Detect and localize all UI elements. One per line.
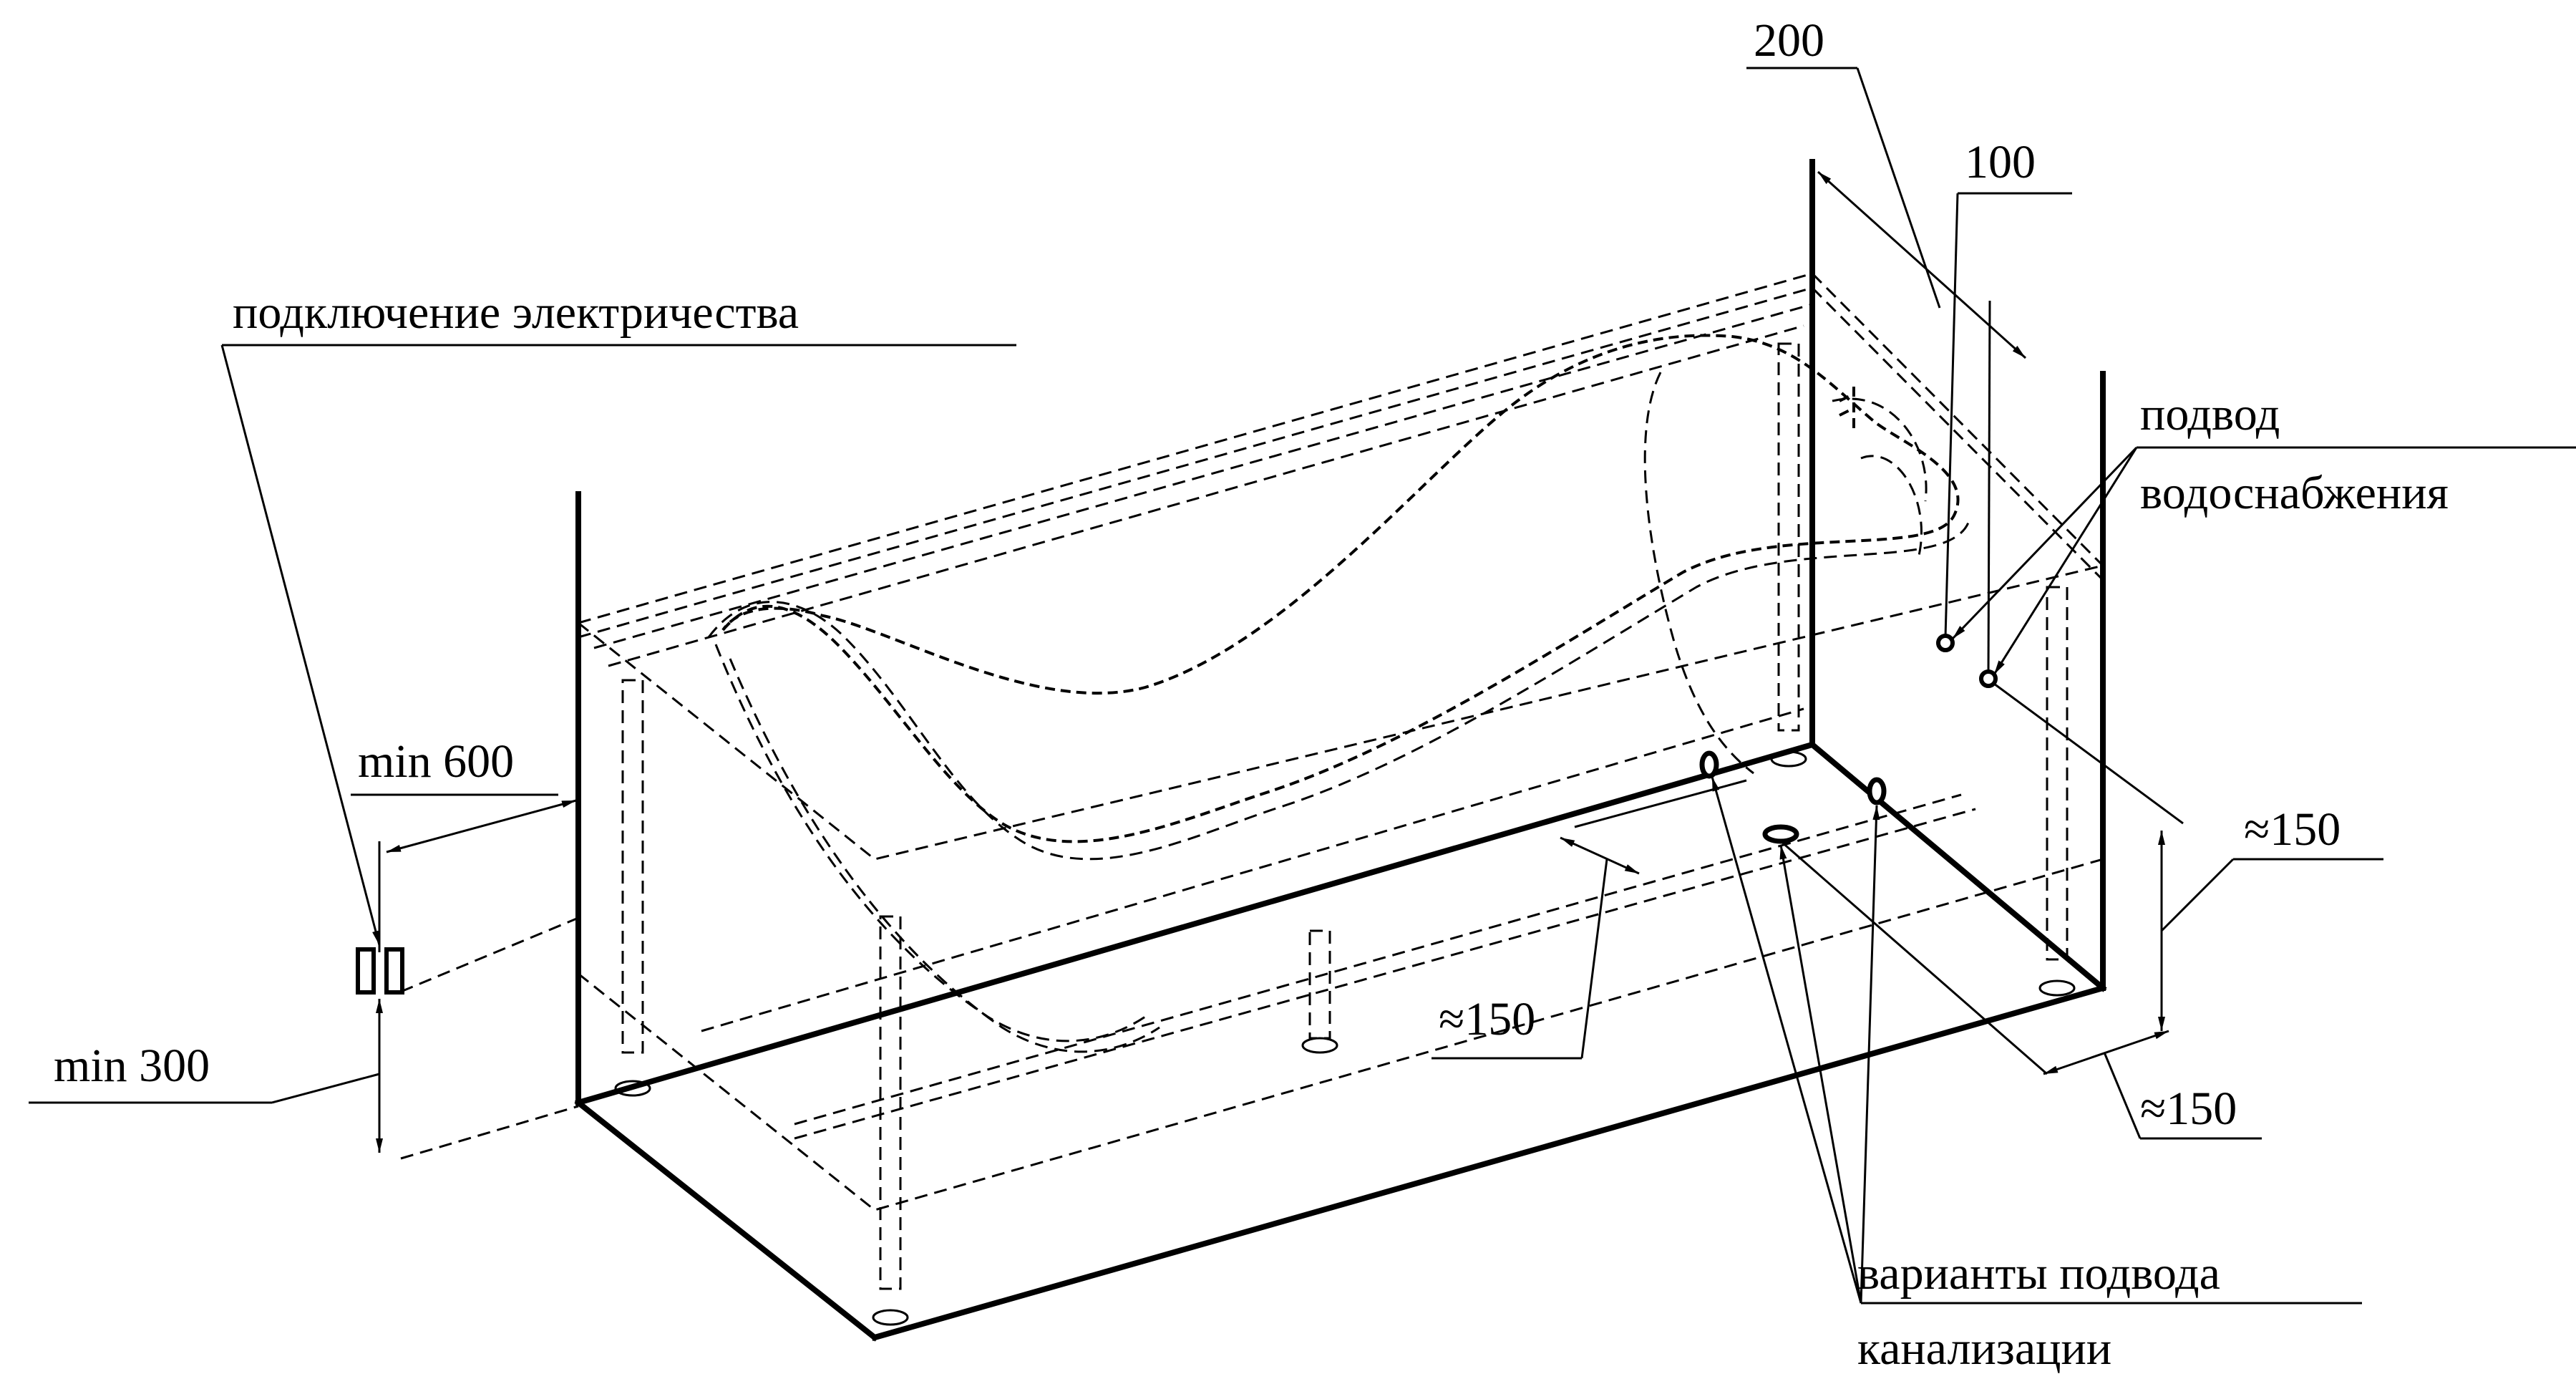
dimension-lines xyxy=(29,67,2576,1305)
bathtub-hidden-lines xyxy=(578,272,2104,1326)
electric-socket-icon xyxy=(356,947,404,995)
water-inlet-1-icon xyxy=(1936,634,1955,652)
drain-option-3-icon xyxy=(1867,777,1887,805)
dim-100-label: 100 xyxy=(1965,136,2036,188)
drain-options-label-1: варианты подвода xyxy=(1857,1247,2220,1300)
dim-approx150-front-label: ≈150 xyxy=(1439,993,1535,1045)
water-supply-label-1: подвод xyxy=(2140,388,2280,440)
wall-outline xyxy=(574,159,2107,1342)
drain-option-2-icon xyxy=(1762,824,1799,844)
electric-connection-label: подключение электричества xyxy=(233,286,799,339)
labels: 200 100 подвод водоснабжения подключение… xyxy=(54,14,2449,1375)
drain-option-1-icon xyxy=(1699,750,1719,779)
dim-approx150-right-label: ≈150 xyxy=(2244,803,2341,856)
drain-options-label-2: канализации xyxy=(1857,1322,2111,1375)
water-supply-label-2: водоснабжения xyxy=(2140,467,2449,519)
dim-min300-label: min 300 xyxy=(54,1040,210,1092)
dim-approx150-bottom-label: ≈150 xyxy=(2140,1083,2237,1135)
dim-min600-label: min 600 xyxy=(358,735,514,788)
dim-200-label: 200 xyxy=(1754,14,1824,67)
connection-points xyxy=(356,634,1998,995)
